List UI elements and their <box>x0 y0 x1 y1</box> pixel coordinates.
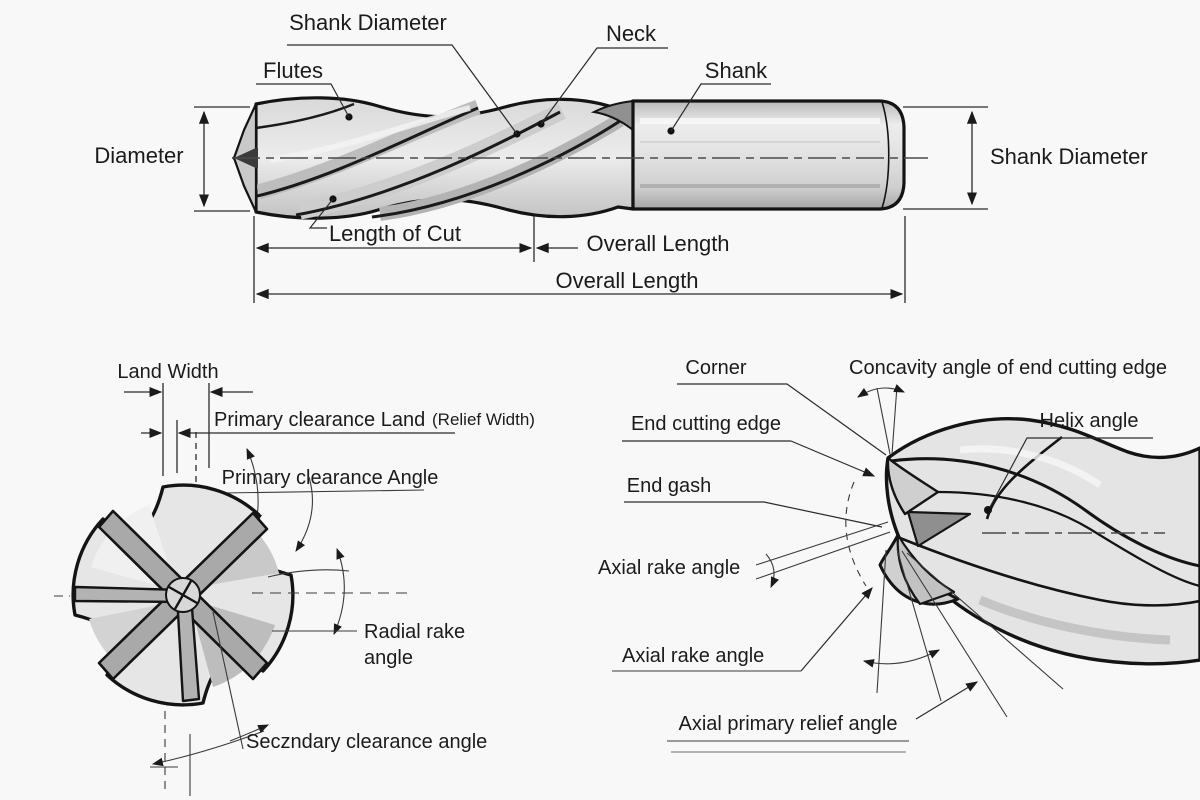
tip-view: Corner Concavity angle of end cutting ed… <box>598 357 1200 753</box>
flute-highlight <box>269 105 471 163</box>
tip-flute-curve-4 <box>937 490 1200 588</box>
fan-line-3 <box>901 550 1008 718</box>
tip-flute-curve-2 <box>899 536 1200 607</box>
label-concavity-angle: Concavity angle of end cutting edge <box>849 357 1167 379</box>
axial-rake-line-1 <box>755 521 889 566</box>
label-axial-rake-1: Axial rake angle <box>598 557 740 579</box>
tip-shade <box>978 595 1171 645</box>
leader-end-gash <box>624 501 883 528</box>
axial-rake-arc-lower <box>862 649 940 668</box>
axial-rake-line-2 <box>755 531 891 580</box>
shank-diameter-dimension: Shank Diameter <box>903 106 1148 210</box>
shank-body <box>631 99 906 211</box>
label-axial-primary-relief: Axial primary relief angle <box>679 713 898 735</box>
concavity-line-2 <box>891 385 898 455</box>
end-view: Land Width Primary clearance Land (Relie… <box>54 361 535 796</box>
tip-highlight <box>959 445 1102 488</box>
label-corner: Corner <box>685 357 746 379</box>
label-overall-length-upper: Overall Length <box>586 231 729 256</box>
shank-cap-line <box>881 101 890 209</box>
label-shank-diameter-top: Shank Diameter <box>289 10 447 35</box>
leader-neck <box>540 47 668 125</box>
leader-flutes <box>256 83 350 118</box>
flute-band-1 <box>256 99 481 200</box>
label-overall-length-lower: Overall Length <box>555 268 698 293</box>
concavity-line-1 <box>876 387 891 455</box>
secondary-clearance-arc-small <box>229 724 270 742</box>
leader-end-cutting-edge-arrow <box>790 440 876 477</box>
label-axial-rake-2: Axial rake angle <box>622 645 764 667</box>
label-neck: Neck <box>606 21 657 46</box>
label-secondary-clearance-angle: Seczndary clearance angle <box>246 731 487 753</box>
clearance-arc-large <box>295 476 313 552</box>
flute-edge-3 <box>371 119 621 219</box>
flute-edge-1 <box>252 106 479 199</box>
radial-rake-arc <box>333 547 345 636</box>
label-flutes: Flutes <box>263 58 323 83</box>
shank-section <box>631 99 906 211</box>
label-primary-clearance-land: Primary clearance Land <box>214 409 425 431</box>
cutter-end-view <box>71 483 295 707</box>
label-land-width: Land Width <box>117 361 218 383</box>
clearance-tangent <box>221 489 425 494</box>
radial-rake-tangent <box>267 569 350 578</box>
leader-corner <box>677 383 887 456</box>
label-shank: Shank <box>705 58 768 83</box>
tip-face-upper <box>886 456 940 516</box>
axial-rake-arc-small <box>765 553 779 589</box>
side-view: Shank Diameter Neck Flutes Shank Diamete… <box>94 10 1148 303</box>
end-view-core-web <box>168 580 198 610</box>
leader-relief <box>915 681 979 720</box>
fan-line-2 <box>896 548 942 702</box>
flute-edge-4 <box>255 102 355 130</box>
helix-angle-dot <box>984 506 992 514</box>
diameter-dimension: Diameter <box>94 106 250 212</box>
label-diameter: Diameter <box>94 143 183 168</box>
tip-flute-curve-1 <box>890 457 1200 568</box>
fluted-section <box>232 96 635 221</box>
label-end-cutting-edge: End cutting edge <box>631 413 781 435</box>
concavity-arc <box>857 384 906 398</box>
leader-helix-angle <box>989 437 1153 508</box>
axial-rake-dashed-arc <box>845 481 867 587</box>
tip-body <box>878 417 1200 666</box>
leader-axial-rake-2 <box>800 587 873 672</box>
label-primary-clearance-angle: Primary clearance Angle <box>222 467 439 489</box>
leader-shank-diameter-top <box>287 44 518 135</box>
flute-edge-2 <box>295 110 561 217</box>
label-end-gash: End gash <box>627 475 712 497</box>
label-radial-rake-2: angle <box>364 647 413 669</box>
label-relief-width-note: (Relief Width) <box>432 410 535 429</box>
leader-length-of-cut <box>308 198 334 229</box>
label-helix-angle: Helix angle <box>1040 410 1139 432</box>
label-shank-diameter-right: Shank Diameter <box>990 144 1148 169</box>
leader-shank <box>670 83 771 132</box>
fan-line-4 <box>906 552 1064 690</box>
secondary-clearance-line <box>212 611 244 750</box>
label-radial-rake-1: Radial rake <box>364 621 465 643</box>
tip-gash-face <box>906 510 972 548</box>
label-length-of-cut: Length of Cut <box>329 221 461 246</box>
tip-face-lower <box>896 533 956 606</box>
secondary-clearance-arc <box>151 730 265 767</box>
fan-line-1 <box>876 549 887 694</box>
